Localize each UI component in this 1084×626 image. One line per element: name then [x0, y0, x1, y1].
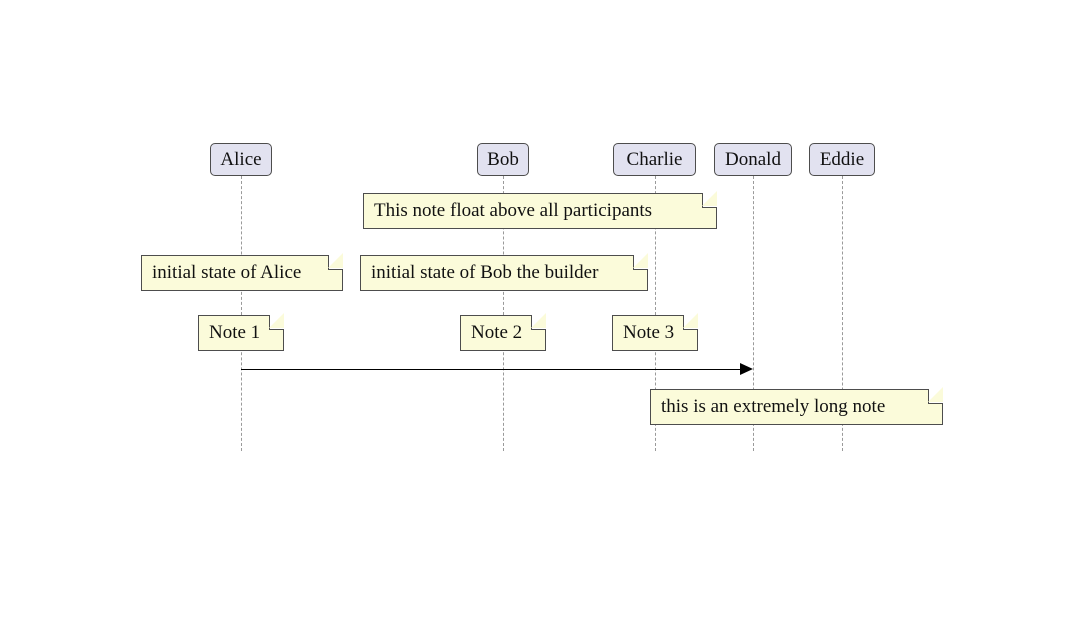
note-fold-corner-icon: [632, 253, 649, 270]
note-fold-corner-icon: [701, 191, 718, 208]
note-text: Note 1: [209, 322, 261, 343]
note-fold-corner-icon: [682, 313, 699, 330]
participant-head-eddie[interactable]: Eddie: [809, 143, 875, 176]
note-text: Note 3: [623, 322, 675, 343]
lifeline-alice: [241, 176, 242, 451]
participant-head-donald[interactable]: Donald: [714, 143, 792, 176]
lifeline-bob: [503, 176, 504, 451]
note-2[interactable]: Note 2: [460, 313, 547, 351]
note-3[interactable]: Note 3: [612, 313, 699, 351]
note-extremely-long[interactable]: this is an extremely long note: [650, 387, 944, 425]
note-fold-corner-icon: [268, 313, 285, 330]
note-text: initial state of Bob the builder: [371, 262, 599, 283]
note-text: This note float above all participants: [374, 200, 653, 221]
note-fold-corner-icon: [327, 253, 344, 270]
lifeline-donald: [753, 176, 754, 451]
message-arrowhead-icon: [740, 362, 753, 375]
note-text: initial state of Alice: [152, 262, 302, 283]
lifeline-charlie: [655, 176, 656, 451]
note-text: this is an extremely long note: [661, 396, 886, 417]
note-initial-state-of-bob[interactable]: initial state of Bob the builder: [360, 253, 649, 291]
note-fold-corner-icon: [530, 313, 547, 330]
note-initial-state-of-alice[interactable]: initial state of Alice: [141, 253, 344, 291]
participant-head-charlie[interactable]: Charlie: [613, 143, 696, 176]
note-over-all-participants[interactable]: This note float above all participants: [363, 191, 718, 229]
participant-head-alice[interactable]: Alice: [210, 143, 272, 176]
note-fold-corner-icon: [927, 387, 944, 404]
lifeline-eddie: [842, 176, 843, 451]
participant-head-bob[interactable]: Bob: [477, 143, 529, 176]
message-line-alice-to-donald[interactable]: [241, 369, 740, 370]
note-1[interactable]: Note 1: [198, 313, 285, 351]
note-text: Note 2: [471, 322, 523, 343]
